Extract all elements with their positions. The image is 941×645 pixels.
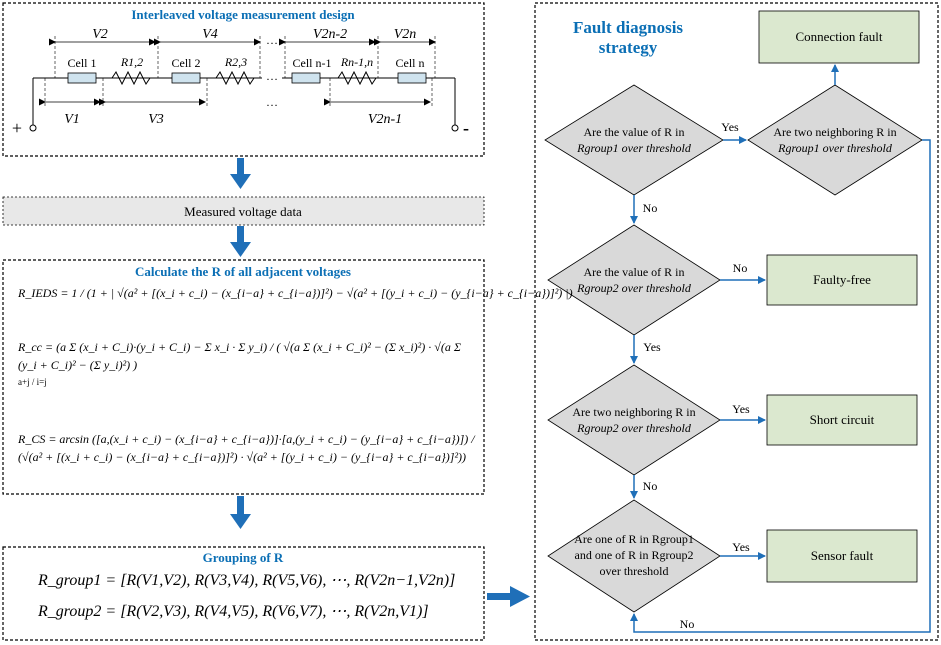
sum-upper-limit: a+j — [18, 377, 30, 387]
yes-label-4: Yes — [732, 540, 750, 554]
result-sensor-fault: Sensor fault — [766, 529, 918, 583]
no-label-4: No — [680, 617, 695, 631]
plus-sign: + — [12, 118, 22, 138]
decision-rgroup1-value: Are the value of R in Rgroup1 over thres… — [544, 84, 724, 196]
resistor-rn-1n: Rn-1,n — [337, 55, 377, 86]
label-v1: V1 — [64, 112, 80, 127]
equation-r-ieds-text: R_IEDS = 1 / (1 + | √(a² + [(x_i + c_i) … — [18, 286, 573, 300]
svg-text:Are two neighboring R in: Are two neighboring R in — [773, 125, 896, 139]
left-flow-arrows — [230, 158, 251, 529]
equation-rgroup1: R_group1 = [R(V1,V2), R(V3,V4), R(V5,V6)… — [38, 570, 455, 590]
equation-r-cc-text: R_cc = (a Σ (x_i + C_i)·(y_i + C_i) − Σ … — [18, 340, 461, 372]
yes-label-3: Yes — [732, 402, 750, 416]
svg-text:Cell 2: Cell 2 — [172, 56, 201, 70]
yes-label-2: Yes — [643, 340, 661, 354]
cell-1: Cell 1 — [68, 56, 97, 84]
top-dimension-lines — [39, 38, 436, 106]
svg-text:Are the value of R in: Are the value of R in — [584, 265, 685, 279]
svg-text:Are one of R in Rgroup1: Are one of R in Rgroup1 — [574, 532, 694, 546]
plus-terminal — [29, 124, 37, 132]
svg-text:Rgroup2 over threshold: Rgroup2 over threshold — [576, 421, 692, 435]
minus-sign: - — [463, 118, 469, 138]
decision-rgroup2-value: Are the value of R in Rgroup2 over thres… — [547, 224, 721, 336]
label-v4: V4 — [202, 27, 218, 42]
minus-terminal — [451, 124, 459, 132]
calculate-r-box — [2, 259, 485, 495]
label-v2n: V2n — [394, 27, 417, 42]
svg-text:over threshold: over threshold — [600, 564, 669, 578]
calculate-r-title: Calculate the R of all adjacent voltages — [135, 264, 351, 279]
decision-rgroup2-neighbor: Are two neighboring R in Rgroup2 over th… — [547, 364, 721, 476]
svg-text:Cell 1: Cell 1 — [68, 56, 97, 70]
cell-n-1: Cell n-1 — [291, 56, 332, 84]
label-v2n-1: V2n-1 — [368, 112, 402, 127]
measured-voltage-label: Measured voltage data — [184, 204, 302, 219]
svg-text:Cell n-1: Cell n-1 — [293, 56, 332, 70]
svg-text:Sensor fault: Sensor fault — [811, 548, 874, 563]
label-v3: V3 — [148, 112, 164, 127]
grouping-title: Grouping of R — [203, 550, 284, 565]
flow-connectors — [630, 64, 931, 633]
result-connection-fault: Connection fault — [758, 10, 920, 64]
label-v2n-2: V2n-2 — [313, 27, 347, 42]
svg-text:Short circuit: Short circuit — [810, 412, 875, 427]
svg-text:Connection fault: Connection fault — [795, 29, 882, 44]
result-short-circuit: Short circuit — [766, 394, 918, 446]
equation-rgroup1-text: R_group1 = [R(V1,V2), R(V3,V4), R(V5,V6)… — [38, 572, 456, 589]
circuit-ellipsis: … — [266, 69, 278, 83]
equation-r-cs-text: R_CS = arcsin ([a,(x_i + c_i) − (x_{i−a}… — [18, 432, 475, 464]
svg-text:Rgroup1 over threshold: Rgroup1 over threshold — [777, 141, 893, 155]
svg-text:Rgroup1 over threshold: Rgroup1 over threshold — [576, 141, 692, 155]
no-label-3: No — [643, 479, 658, 493]
svg-text:Faulty-free: Faulty-free — [813, 272, 871, 287]
svg-text:and one of R in Rgroup2: and one of R in Rgroup2 — [575, 548, 694, 562]
equation-r-ieds: R_IEDS = 1 / (1 + | √(a² + [(x_i + c_i) … — [18, 286, 573, 301]
grouping-box — [2, 546, 485, 641]
yes-label-1: Yes — [721, 120, 739, 134]
equation-r-cs: R_CS = arcsin ([a,(x_i + c_i) − (x_{i−a}… — [18, 430, 480, 466]
svg-text:Rn-1,n: Rn-1,n — [340, 55, 373, 69]
equation-rgroup2-text: R_group2 = [R(V2,V3), R(V4,V5), R(V6,V7)… — [38, 603, 429, 620]
voltage-taps — [44, 36, 436, 108]
equation-r-cc: R_cc = (a Σ (x_i + C_i)·(y_i + C_i) − Σ … — [18, 340, 461, 387]
decision-rgroup1-neighbor: Are two neighboring R in Rgroup1 over th… — [747, 84, 923, 196]
equation-rgroup2: R_group2 = [R(V2,V3), R(V4,V5), R(V6,V7)… — [38, 601, 429, 621]
cell-2: Cell 2 — [172, 56, 201, 84]
svg-text:Cell n: Cell n — [396, 56, 425, 70]
svg-text:Rgroup2 over threshold: Rgroup2 over threshold — [576, 281, 692, 295]
svg-text:R2,3: R2,3 — [224, 55, 247, 69]
resistor-r12: R1,2 — [111, 55, 151, 86]
no-label-2: No — [733, 261, 748, 275]
svg-text:R1,2: R1,2 — [120, 55, 143, 69]
decision-both-groups: Are one of R in Rgroup1 and one of R in … — [547, 499, 721, 613]
cell-n: Cell n — [396, 56, 427, 84]
label-bottom-ellipsis: … — [266, 95, 278, 109]
svg-text:Are two neighboring R in: Are two neighboring R in — [572, 405, 695, 419]
sum-lower-limit: i=j — [36, 377, 47, 387]
svg-text:Are the value of R in: Are the value of R in — [584, 125, 685, 139]
no-label-1: No — [643, 201, 658, 215]
fault-diagnosis-title-1: Fault diagnosis — [573, 18, 683, 37]
label-v2: V2 — [92, 27, 108, 42]
label-top-ellipsis: … — [266, 33, 278, 47]
panel-link-arrow — [487, 586, 530, 607]
measured-voltage-box — [2, 196, 485, 226]
resistor-r23: R2,3 — [215, 55, 255, 86]
measurement-design-title: Interleaved voltage measurement design — [131, 7, 355, 22]
result-faulty-free: Faulty-free — [766, 254, 918, 306]
fault-diagnosis-title-2: strategy — [599, 38, 658, 57]
